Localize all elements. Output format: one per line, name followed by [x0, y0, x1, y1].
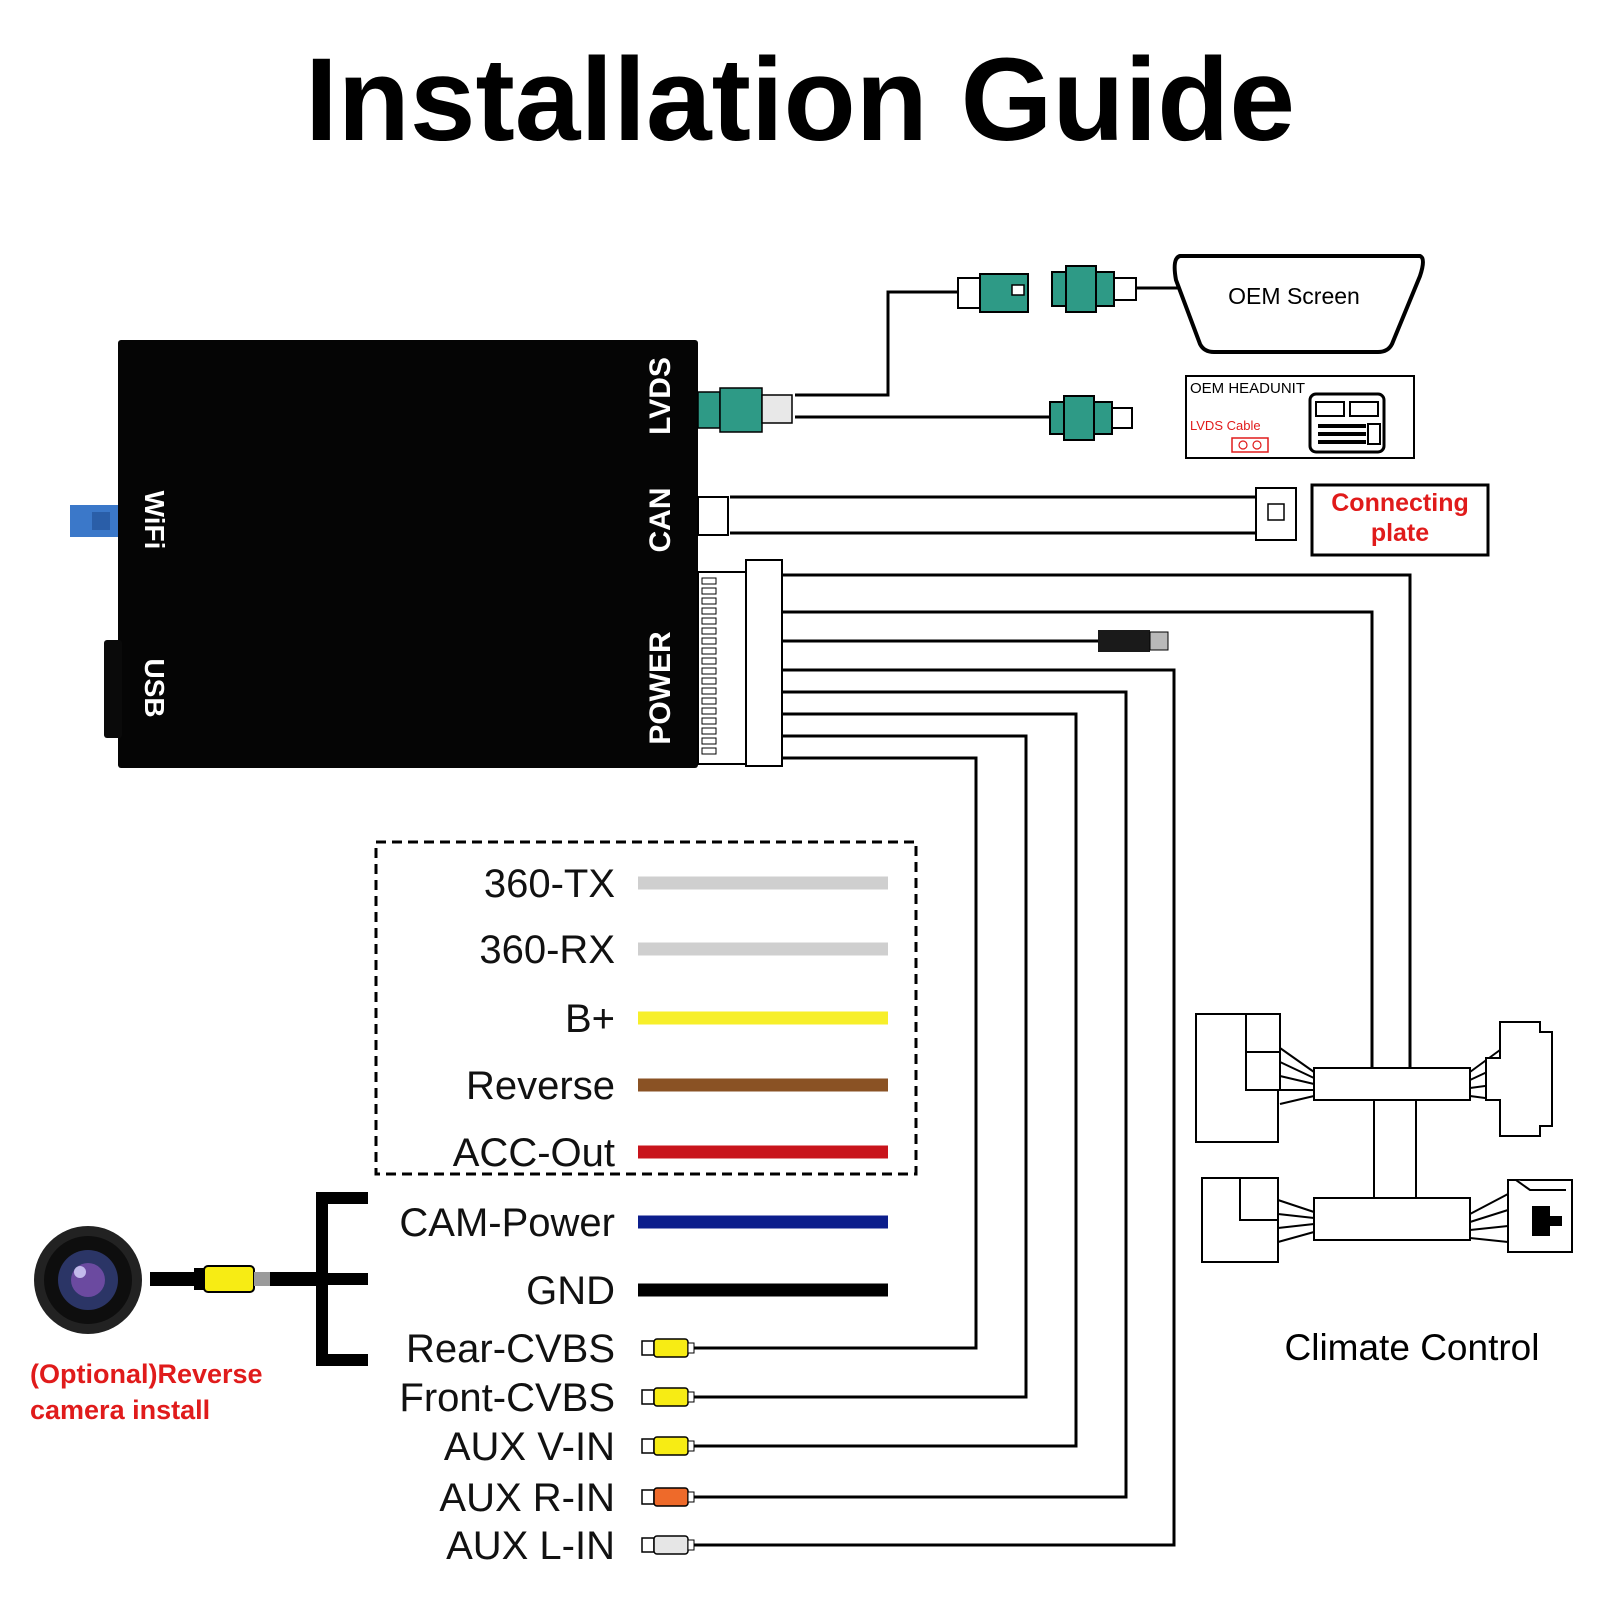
camera-bracket — [316, 1192, 368, 1366]
port-label-can: CAN — [644, 488, 677, 553]
adapter-box — [118, 340, 698, 768]
wifi-dongle-slot — [92, 512, 110, 530]
camera-cable — [150, 1265, 320, 1293]
harness-pin — [701, 687, 717, 695]
lvds-cable-pin — [1252, 440, 1262, 450]
reverse-camera — [34, 1226, 142, 1334]
rca-plug — [653, 1338, 689, 1358]
harness-pin — [701, 667, 717, 675]
rca-plug-collar — [687, 1342, 695, 1354]
harness-pin — [701, 597, 717, 605]
rca-plug-collar — [687, 1491, 695, 1503]
lvds-connector-male — [1051, 265, 1137, 313]
harness-pin — [701, 627, 717, 635]
harness-pin — [701, 647, 717, 655]
harness-pin — [701, 737, 717, 745]
rca-wire-rear — [692, 756, 978, 1350]
lvds-cable-plug — [1231, 437, 1269, 453]
power-harness-connector — [697, 559, 783, 767]
wiring — [692, 286, 1412, 1547]
camera-label-1: (Optional)Reverse — [30, 1359, 263, 1389]
can-connector-latch — [1267, 503, 1285, 521]
harness-plug-tip — [1149, 631, 1169, 651]
rca-plug-tip — [641, 1537, 655, 1553]
rca-plug-collar — [687, 1539, 695, 1551]
wire-group-dashed-box — [374, 840, 918, 1176]
rca-label: AUX V-IN — [444, 1425, 615, 1469]
connecting-plate-label-2: plate — [1371, 519, 1429, 547]
lvds-connector-female — [957, 273, 1029, 313]
oem-screen — [1172, 254, 1425, 354]
rca-plug — [653, 1387, 689, 1407]
rca-plug — [653, 1487, 689, 1507]
connecting-plate-label-1: Connecting — [1331, 489, 1469, 517]
harness-pin — [701, 637, 717, 645]
connecting-plate-box — [1310, 483, 1490, 557]
port-label-lvds: LVDS — [644, 357, 677, 435]
page-title: Installation Guide — [305, 34, 1295, 166]
harness-pin — [701, 677, 717, 685]
lvds-cable-pin — [1238, 440, 1248, 450]
wire-label: Reverse — [466, 1064, 615, 1108]
camera-label-2: camera install — [30, 1395, 210, 1425]
harness-pins — [701, 577, 717, 755]
harness-wire-2 — [782, 610, 1374, 1068]
rca-label: AUX R-IN — [439, 1476, 615, 1520]
climate-control-harness — [1195, 1013, 1573, 1263]
rca-plug-tip — [641, 1489, 655, 1505]
wire-label: CAM-Power — [399, 1201, 615, 1245]
can-connector-box — [697, 496, 729, 536]
rca-plug-tip — [641, 1438, 655, 1454]
harness-pin — [701, 617, 717, 625]
wire-label: B+ — [565, 997, 615, 1041]
rca-label: Front-CVBS — [399, 1376, 615, 1420]
harness-pin — [701, 587, 717, 595]
lvds-wire-upper — [795, 290, 958, 397]
rca-wire-aux-l — [692, 668, 1176, 1547]
harness-plug — [1098, 630, 1150, 652]
harness-wire-1 — [782, 573, 1412, 1068]
climate-plug-icon — [1532, 1206, 1562, 1236]
port-label-power: POWER — [644, 631, 677, 745]
harness-pin — [701, 607, 717, 615]
wire-label: 360-TX — [484, 862, 615, 906]
headunit-icon — [1308, 392, 1386, 454]
rca-wire-aux-v — [692, 712, 1078, 1448]
lvds-cable-label: LVDS Cable — [1190, 418, 1261, 433]
rca-plug-collar — [687, 1391, 695, 1403]
harness-pin — [701, 697, 717, 705]
oem-headunit-label: OEM HEADUNIT — [1190, 380, 1305, 397]
rca-plug-tip — [641, 1340, 655, 1356]
lvds-connector-box — [697, 387, 793, 433]
harness-pin — [701, 747, 717, 755]
lvds-connector-headunit — [1049, 395, 1133, 441]
wire-label: GND — [526, 1269, 615, 1313]
harness-pin — [701, 707, 717, 715]
wire-label: 360-RX — [479, 928, 615, 972]
rca-label: Rear-CVBS — [406, 1327, 615, 1371]
harness-pin — [701, 727, 717, 735]
rca-wire-aux-r — [692, 690, 1128, 1499]
wire-label: ACC-Out — [453, 1131, 615, 1175]
harness-pin — [701, 577, 717, 585]
climate-control-label: Climate Control — [1285, 1327, 1540, 1368]
harness-pin — [701, 717, 717, 725]
rca-plug — [653, 1535, 689, 1555]
oem-screen-label: OEM Screen — [1228, 283, 1360, 309]
port-label-usb: USB — [139, 658, 170, 717]
rca-plug-collar — [687, 1440, 695, 1452]
rca-plug-tip — [641, 1389, 655, 1405]
rca-label: AUX L-IN — [446, 1524, 615, 1568]
rca-plug — [653, 1436, 689, 1456]
harness-pin — [701, 657, 717, 665]
port-label-wifi: WiFi — [139, 491, 170, 550]
rca-wire-front — [692, 734, 1028, 1399]
usb-port[interactable] — [104, 640, 122, 738]
